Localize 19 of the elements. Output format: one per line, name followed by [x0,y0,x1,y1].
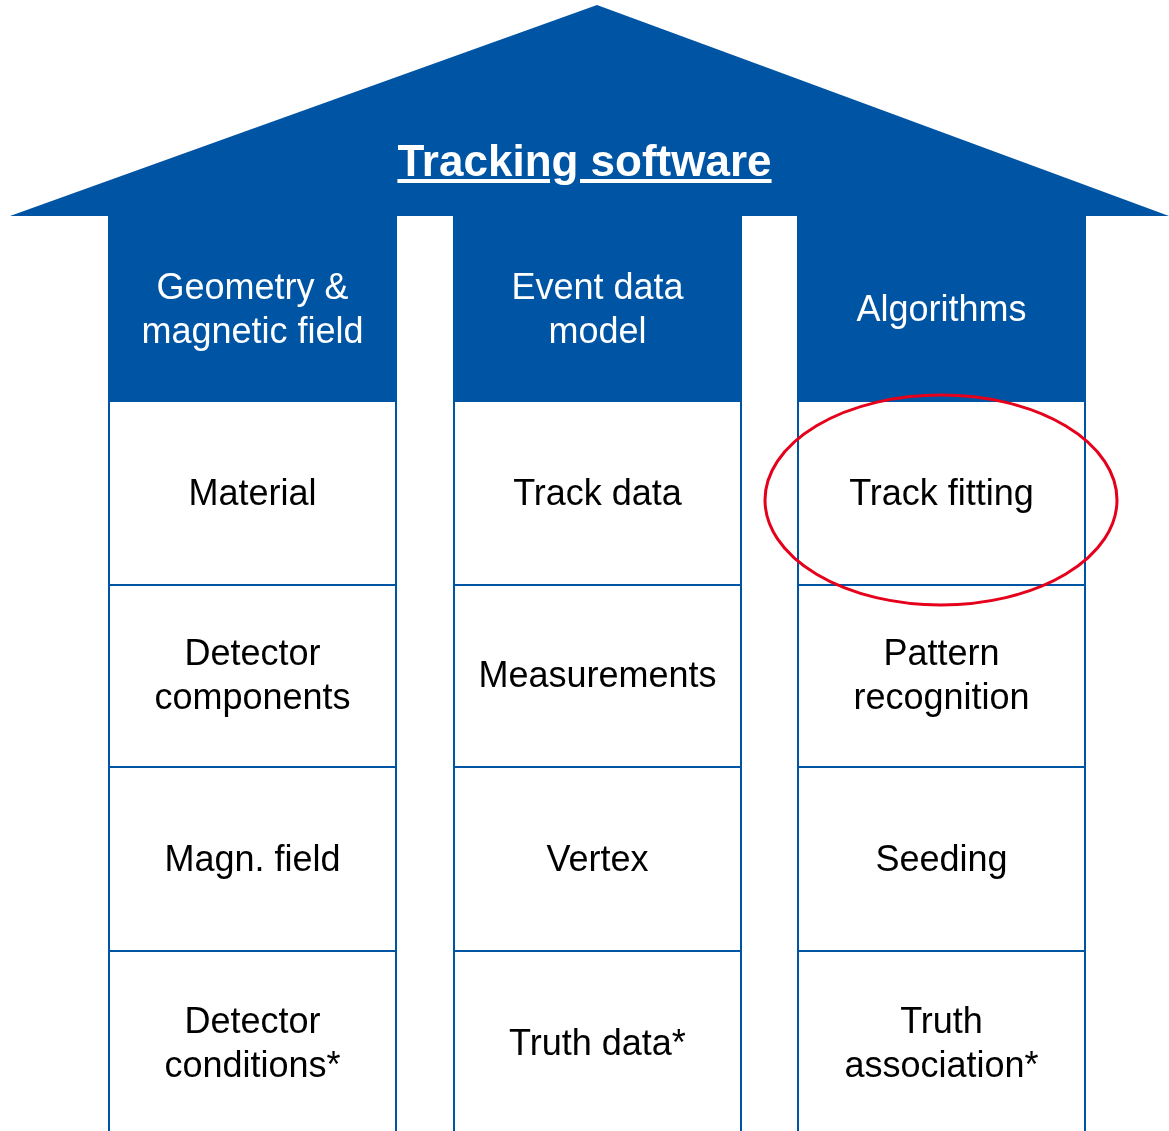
cell-label: Detector components [153,631,352,719]
pillar-header: Geometry & magnetic field [108,216,397,402]
cell-label: Truth association* [843,999,1040,1087]
cell-label: Pattern recognition [852,631,1031,719]
cell-label: Vertex [545,837,650,881]
pillar-header: Algorithms [797,216,1086,402]
cell-label: Measurements [477,653,718,697]
cell-label: Truth data* [508,1021,687,1065]
pillar [108,216,397,1131]
cell-label: Detector conditions* [163,999,342,1087]
cell-label: Material [187,471,318,515]
cell-label: Track fitting [848,471,1035,515]
cell-label: Magn. field [163,837,342,881]
pillar [453,216,742,1131]
pillar [797,216,1086,1131]
pillar-header: Event data model [453,216,742,402]
cell-label: Track data [512,471,683,515]
cell-label: Seeding [874,837,1009,881]
roof-title: Tracking software [397,136,772,185]
